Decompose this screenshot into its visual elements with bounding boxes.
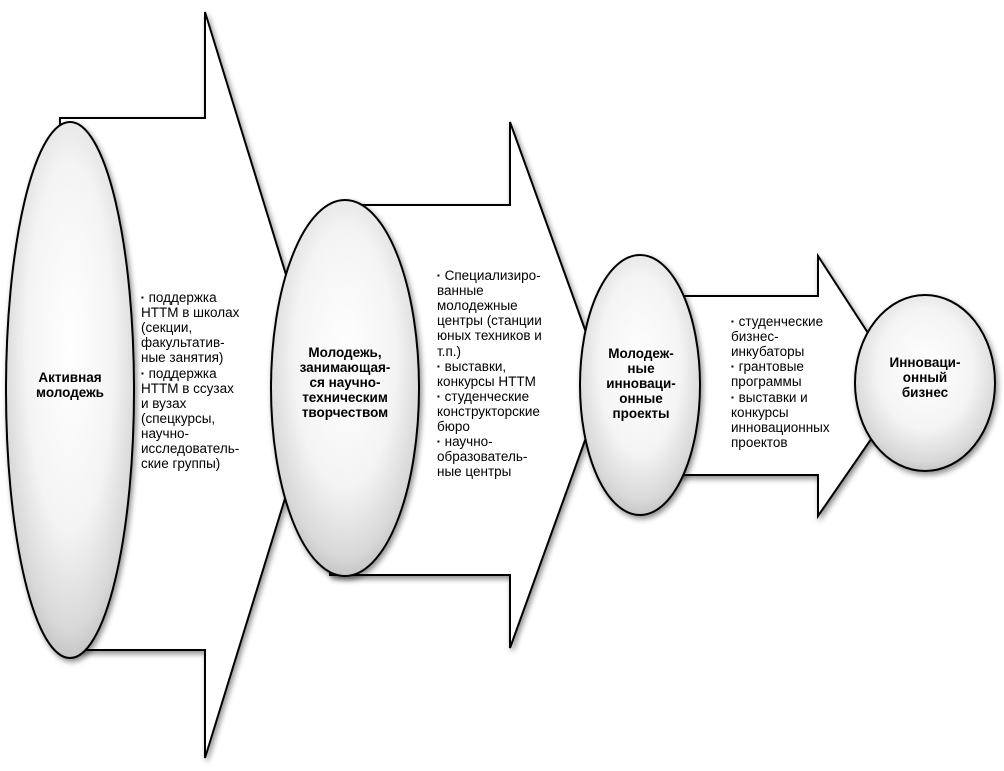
- stage-1-label: Активная молодежь: [36, 370, 104, 401]
- stage-2-label: Молодежь, занимающая- ся научно- техниче…: [299, 345, 391, 421]
- stage-ellipse-2: [270, 199, 420, 577]
- stage-ellipse-4: [854, 294, 996, 472]
- stage-3-label: Молодеж- ные инноваци- онные проекты: [606, 346, 676, 422]
- bullet-item: выставки,конкурсы НТТМ: [437, 359, 577, 389]
- bullet-item: научно-образователь-ные центры: [437, 434, 577, 479]
- stage-4-label: Инноваци- онный бизнес: [889, 355, 961, 401]
- stage-ellipse-1: [5, 121, 135, 659]
- stage-ellipse-3: [579, 254, 701, 516]
